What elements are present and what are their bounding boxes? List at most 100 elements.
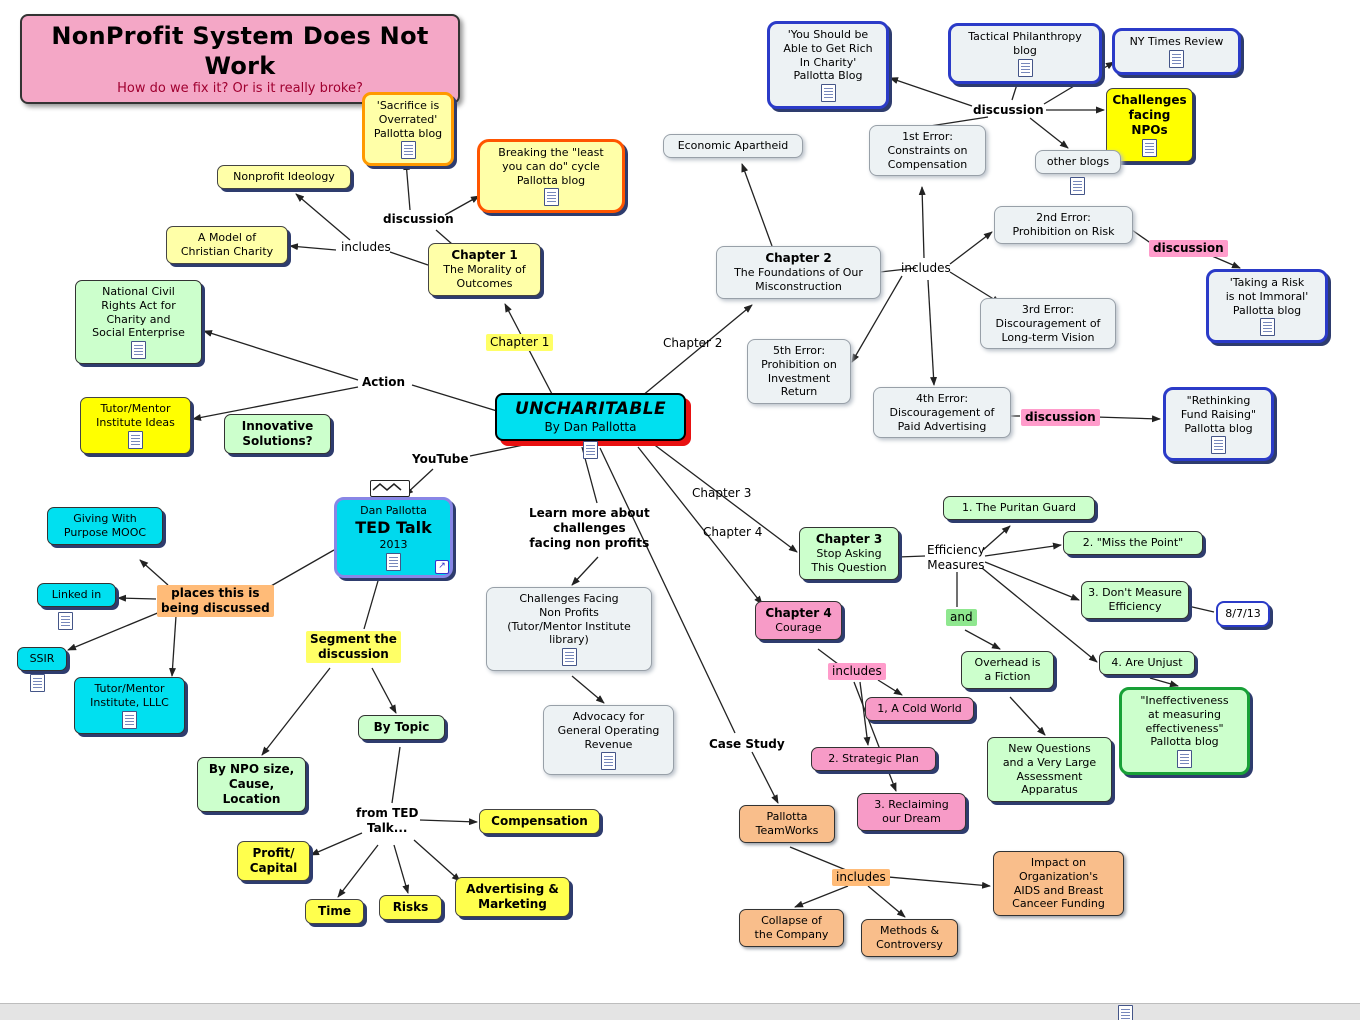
document-icon[interactable]	[386, 552, 401, 571]
by-npo-size[interactable]: By NPO size,Cause,Location	[197, 757, 306, 812]
document-icon[interactable]	[1169, 49, 1184, 68]
document-icon[interactable]	[1142, 139, 1157, 157]
economic-apartheid[interactable]: Economic Apartheid	[663, 134, 803, 158]
document-icon[interactable]	[1259, 318, 1275, 337]
miss-the-point[interactable]: 2. "Miss the Point"	[1063, 531, 1203, 555]
label-includes-ch2[interactable]: includes	[899, 260, 953, 277]
puritan-guard[interactable]: 1. The Puritan Guard	[943, 496, 1095, 520]
are-unjust[interactable]: 4. Are Unjust	[1099, 651, 1195, 675]
document-icon[interactable]	[128, 430, 143, 449]
ssir[interactable]: SSIR	[17, 647, 67, 671]
profit-capital[interactable]: Profit/Capital	[237, 841, 310, 881]
label-youtube[interactable]: YouTube	[410, 451, 471, 468]
linked-in[interactable]: Linked in	[37, 583, 116, 607]
label-chapter1[interactable]: Chapter 1	[486, 334, 554, 351]
document-icon[interactable]	[58, 612, 73, 630]
ny-times-review[interactable]: NY Times Review	[1112, 28, 1241, 75]
strategic-plan[interactable]: 2. Strategic Plan	[811, 747, 936, 771]
document-icon[interactable]	[400, 141, 416, 160]
label-includes-ch1[interactable]: includes	[339, 239, 393, 256]
video-icon[interactable]	[370, 480, 410, 497]
document-icon[interactable]	[1017, 58, 1033, 77]
by-topic[interactable]: By Topic	[358, 715, 445, 740]
time[interactable]: Time	[305, 899, 364, 924]
expand-icon[interactable]: ↗	[435, 559, 449, 574]
document-icon[interactable]	[1211, 436, 1226, 455]
ineffectiveness-blog-text: effectiveness"	[1145, 721, 1224, 735]
document-icon[interactable]	[1070, 177, 1085, 195]
document-icon[interactable]	[131, 341, 146, 359]
label-chapter3[interactable]: Chapter 3	[690, 485, 753, 502]
document-icon[interactable]	[561, 648, 577, 666]
a-cold-world[interactable]: 1, A Cold World	[865, 697, 974, 721]
label-and[interactable]: and	[946, 609, 977, 626]
label-discussion-ch2[interactable]: discussion	[971, 102, 1046, 119]
document-icon[interactable]	[30, 674, 45, 692]
document-icon[interactable]	[1177, 750, 1192, 768]
connector-line	[984, 542, 1062, 557]
label-action[interactable]: Action	[360, 374, 407, 391]
label-chapter4[interactable]: Chapter 4	[701, 524, 764, 541]
document-icon[interactable]	[122, 710, 137, 729]
nonprofit-ideology[interactable]: Nonprofit Ideology	[217, 165, 351, 189]
error-2[interactable]: 2nd Error:Prohibition on Risk	[994, 206, 1133, 244]
compensation[interactable]: Compensation	[479, 809, 600, 834]
document-icon[interactable]	[601, 752, 616, 771]
label-chapter2[interactable]: Chapter 2	[661, 335, 724, 352]
label-discussion-ch1[interactable]: discussion	[381, 211, 456, 228]
document-icon[interactable]	[1118, 1005, 1133, 1020]
label-includes-case[interactable]: includes	[832, 869, 890, 886]
other-blogs[interactable]: other blogs	[1035, 150, 1121, 174]
label-discussion-advertising[interactable]: discussion	[1021, 409, 1100, 426]
label-discussion-risk[interactable]: discussion	[1149, 240, 1228, 257]
methods-controversy[interactable]: Methods &Controversy	[861, 919, 958, 957]
document-icon[interactable]	[820, 84, 836, 102]
label-includes-ch4[interactable]: includes	[828, 663, 886, 680]
risks[interactable]: Risks	[379, 895, 442, 920]
document-icon[interactable]	[543, 188, 559, 207]
label-case-study[interactable]: Case Study	[707, 736, 787, 753]
advertising-marketing[interactable]: Advertising &Marketing	[455, 877, 570, 917]
date-badge[interactable]: 8/7/13	[1216, 601, 1270, 627]
document-icon[interactable]	[583, 441, 598, 459]
